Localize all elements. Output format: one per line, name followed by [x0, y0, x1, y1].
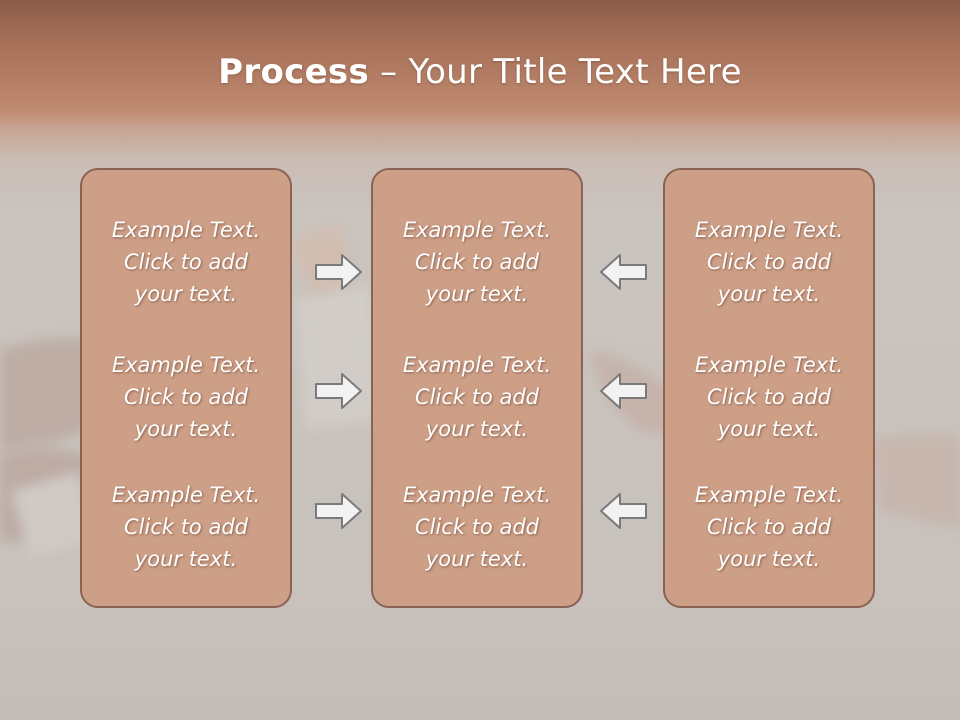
panel-text[interactable]: Example Text. Click to add your text.: [694, 353, 844, 441]
panel-text[interactable]: Example Text. Click to add your text.: [111, 353, 261, 441]
panel-text[interactable]: Example Text. Click to add your text.: [111, 483, 261, 571]
panel-text[interactable]: Example Text. Click to add your text.: [694, 218, 844, 306]
arrow-left-icon: [600, 254, 647, 290]
text-panel-right[interactable]: Example Text. Click to add your text. Ex…: [663, 168, 875, 608]
title-rest: – Your Title Text Here: [369, 52, 742, 92]
arrow-right-icon: [315, 493, 362, 529]
panel-text[interactable]: Example Text. Click to add your text.: [402, 353, 552, 441]
arrow-left-icon: [600, 493, 647, 529]
panel-text[interactable]: Example Text. Click to add your text.: [694, 483, 844, 571]
title-bold: Process: [218, 52, 370, 92]
panel-text[interactable]: Example Text. Click to add your text.: [402, 218, 552, 306]
text-panel-left[interactable]: Example Text. Click to add your text. Ex…: [80, 168, 292, 608]
panel-text[interactable]: Example Text. Click to add your text.: [402, 483, 552, 571]
text-panel-center[interactable]: Example Text. Click to add your text. Ex…: [371, 168, 583, 608]
slide-title[interactable]: Process – Your Title Text Here: [0, 52, 960, 92]
arrow-right-icon: [315, 373, 362, 409]
arrow-left-icon: [600, 373, 647, 409]
arrow-right-icon: [315, 254, 362, 290]
panel-text[interactable]: Example Text. Click to add your text.: [111, 218, 261, 306]
